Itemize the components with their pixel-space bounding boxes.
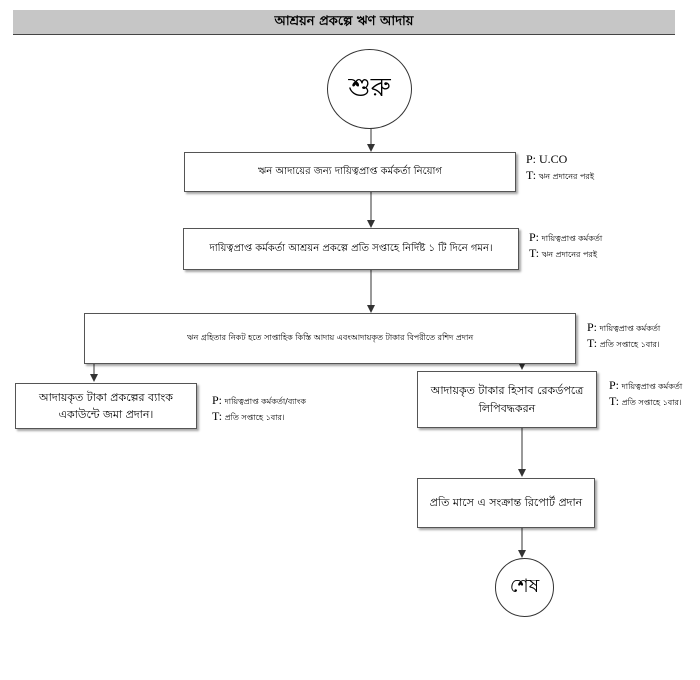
step-2-text: দায়িত্বপ্রাপ্ত কর্মকর্তা আশ্রয়ন প্রকল্… xyxy=(209,242,493,254)
start-node: শুরু xyxy=(327,49,412,129)
step-4-note: P: দায়িত্বপ্রাপ্ত কর্মকর্তা/ব্যাংক T: প… xyxy=(212,393,306,425)
step-3-text: ঋন গ্রহিতার নিকট হতে সাপ্তাহিক কিস্তি আদ… xyxy=(186,333,474,342)
step-5-text: আদায়কৃত টাকার হিসাব রেকর্ডপত্রে লিপিবদ্… xyxy=(430,383,584,415)
start-label: শুরু xyxy=(348,73,391,103)
step-3-t-value: প্রতি সপ্তাহে ১বার। xyxy=(597,340,660,349)
step-1-note: P: U.CO T: ঋন প্রদানের পরই xyxy=(526,152,594,184)
step-6-text: প্রতি মাসে এ সংক্রান্ত রিপোর্ট প্রদান xyxy=(429,495,583,509)
step-4-p-value: দায়িত্বপ্রাপ্ত কর্মকর্তা/ব্যাংক xyxy=(222,397,306,406)
step-1-p-key: P: xyxy=(526,152,537,166)
step-3-note: P: দায়িত্বপ্রাপ্ত কর্মকর্তা T: প্রতি সপ… xyxy=(587,320,660,352)
step-3-t-key: T: xyxy=(587,336,598,350)
step-2-note: P: দায়িত্বপ্রাপ্ত কর্মকর্তা T: ঋন প্রদা… xyxy=(529,230,602,262)
step-4-box: আদায়কৃত টাকা প্রকল্পের ব্যাংক একাউন্টে … xyxy=(15,383,197,429)
step-6-box: প্রতি মাসে এ সংক্রান্ত রিপোর্ট প্রদান xyxy=(417,478,595,528)
step-4-p-key: P: xyxy=(212,393,223,407)
step-5-p-key: P: xyxy=(609,378,620,392)
step-1-p-value: U.CO xyxy=(536,152,568,166)
step-4-t-key: T: xyxy=(212,409,223,423)
step-5-t-key: T: xyxy=(609,394,620,408)
page-title: আশ্রয়ন প্রকল্পে ঋণ আদায় xyxy=(13,10,675,35)
step-3-p-key: P: xyxy=(587,320,598,334)
end-label: শেষ xyxy=(509,574,540,597)
step-1-text: ঋন আদায়ের জন্য দায়িত্বপ্রাপ্ত কর্মকর্ত… xyxy=(258,165,442,177)
step-2-t-key: T: xyxy=(529,246,540,260)
step-2-box: দায়িত্বপ্রাপ্ত কর্মকর্তা আশ্রয়ন প্রকল্… xyxy=(183,228,519,270)
step-1-t-key: T: xyxy=(526,168,537,182)
step-3-box: ঋন গ্রহিতার নিকট হতে সাপ্তাহিক কিস্তি আদ… xyxy=(84,313,576,364)
step-5-box: আদায়কৃত টাকার হিসাব রেকর্ডপত্রে লিপিবদ্… xyxy=(417,371,597,428)
step-2-t-value: ঋন প্রদানের পরই xyxy=(539,250,597,259)
step-5-t-value: প্রতি সপ্তাহে ১বার। xyxy=(619,398,682,407)
step-4-text: আদায়কৃত টাকা প্রকল্পের ব্যাংক একাউন্টে … xyxy=(39,391,173,421)
step-3-p-value: দায়িত্বপ্রাপ্ত কর্মকর্তা xyxy=(597,324,661,333)
step-1-t-value: ঋন প্রদানের পরই xyxy=(536,172,594,181)
step-4-t-value: প্রতি সপ্তাহে ১বার। xyxy=(222,413,285,422)
step-5-note: P: দায়িত্বপ্রাপ্ত কর্মকর্তা T: প্রতি সপ… xyxy=(609,378,682,410)
step-2-p-value: দায়িত্বপ্রাপ্ত কর্মকর্তা xyxy=(539,234,603,243)
step-2-p-key: P: xyxy=(529,230,540,244)
step-5-p-value: দায়িত্বপ্রাপ্ত কর্মকর্তা xyxy=(619,382,683,391)
step-1-box: ঋন আদায়ের জন্য দায়িত্বপ্রাপ্ত কর্মকর্ত… xyxy=(184,152,516,192)
end-node: শেষ xyxy=(495,558,554,617)
